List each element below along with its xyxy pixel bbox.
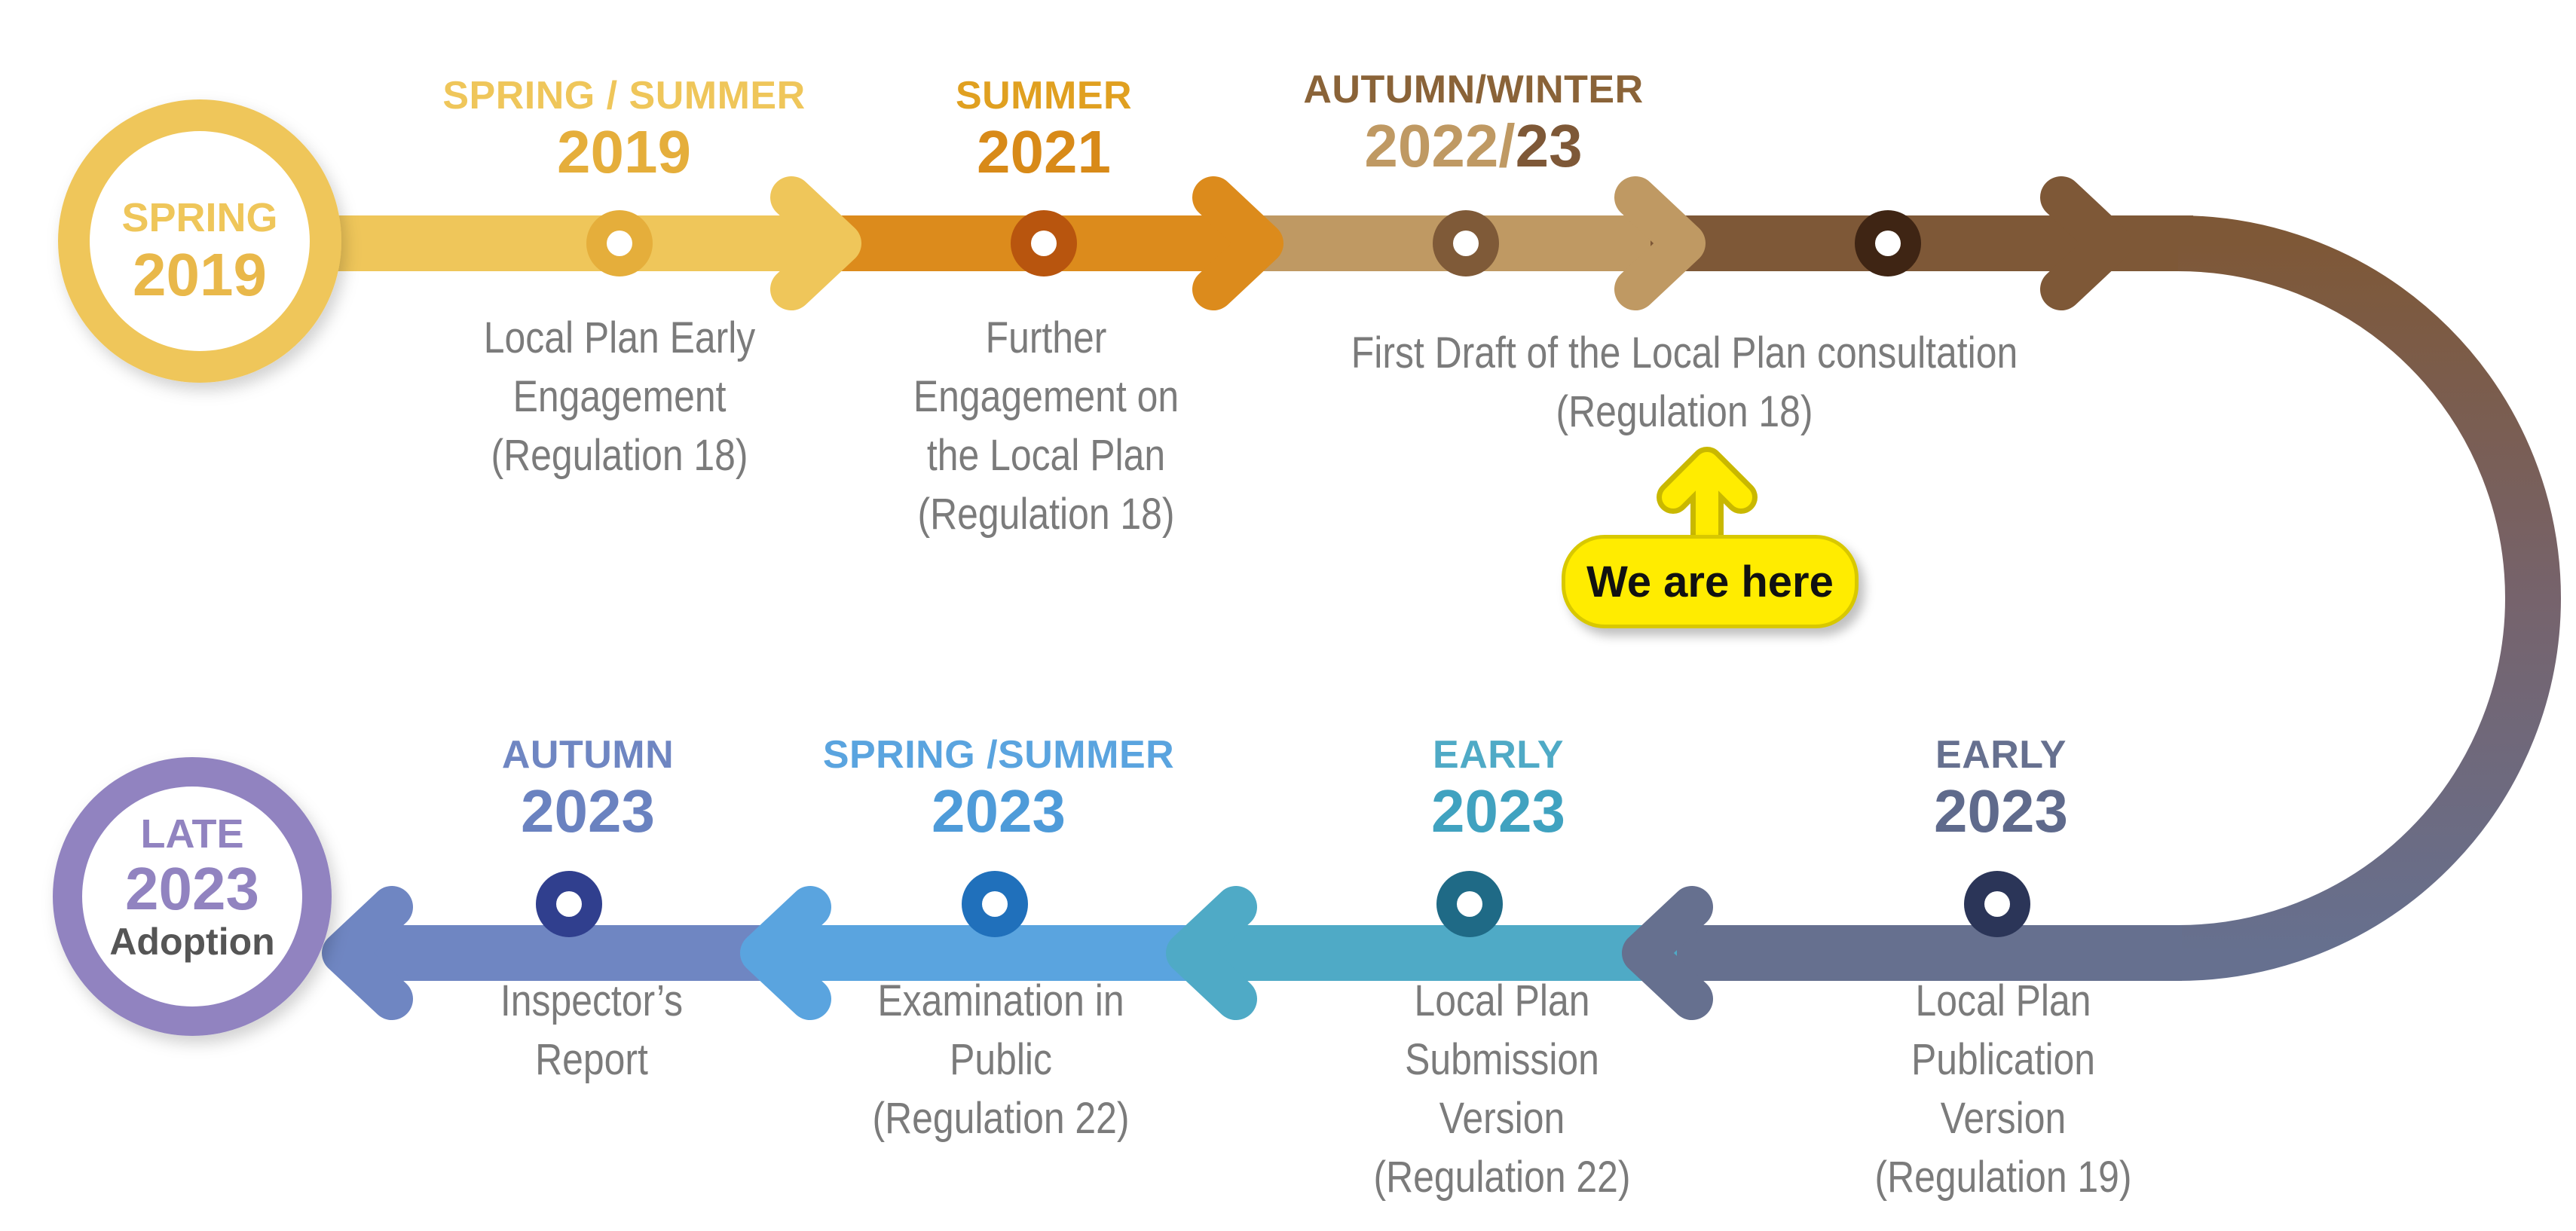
stage-year-part-b: 23: [1515, 112, 1583, 179]
chevron-left-icon: [322, 886, 413, 1020]
chevron-left-icon: [1166, 886, 1257, 1020]
stage-desc-line: (Regulation 22): [1373, 1153, 1631, 1202]
stage-season: AUTUMN/WINTER: [1303, 68, 1644, 111]
end-label: Adoption: [109, 921, 275, 963]
milestone-dot: [1855, 210, 1921, 276]
we-are-here-badge: We are here: [1562, 535, 1859, 628]
stage-season: SPRING /SUMMER: [822, 733, 1175, 777]
stage-desc-line: Version: [1940, 1094, 2067, 1143]
curve-connector: [2177, 215, 2561, 981]
stage-season: EARLY: [1935, 733, 2067, 777]
chevron-right-icon: [1614, 176, 1706, 310]
milestone-dot: [962, 871, 1028, 937]
end-season: LATE: [140, 811, 244, 857]
milestone-dot: [1436, 871, 1503, 937]
chevron-left-icon: [740, 886, 831, 1020]
stage-desc-line: Publication: [1911, 1035, 2096, 1084]
chevron-right-icon: [770, 176, 861, 310]
chevron-left-icon: [1622, 886, 1713, 1020]
stage-desc-line: (Regulation 18): [491, 431, 748, 480]
end-year: 2023: [125, 855, 259, 922]
stage-year: 2019: [557, 118, 691, 185]
stage-desc-line: Examination in: [877, 976, 1124, 1025]
stage-desc-line: Local Plan Early: [483, 313, 756, 362]
stage-desc-line: Engagement on: [913, 372, 1179, 421]
start-year: 2019: [133, 241, 267, 308]
stage-year: 2023: [1934, 777, 2068, 845]
stage-year: 2021: [977, 118, 1111, 185]
milestone-dot: [1011, 210, 1077, 276]
stage-desc-line: Submission: [1405, 1035, 1599, 1084]
stage-desc-line: Report: [535, 1035, 648, 1084]
stage-desc-line: (Regulation 19): [1874, 1153, 2132, 1202]
stage-desc-line: (Regulation 18): [1556, 387, 1813, 436]
stage-year-part-a: 2022/: [1364, 112, 1516, 179]
stage-desc-line: (Regulation 22): [872, 1094, 1130, 1143]
end-circle: [53, 757, 332, 1036]
start-season: SPRING: [121, 195, 278, 240]
stage-desc-line: Public: [950, 1035, 1052, 1084]
stage-year: 2023: [932, 777, 1066, 845]
stage-year: 2023: [1431, 777, 1565, 845]
segment-bottom-2: [1191, 925, 1677, 981]
stage-season: EARLY: [1433, 733, 1564, 777]
stage-desc-line: Further: [985, 313, 1107, 362]
stage-desc-line: the Local Plan: [926, 431, 1166, 480]
milestone-dot: [1433, 210, 1499, 276]
stage-year: 2023: [521, 777, 655, 845]
stage-season: AUTUMN: [501, 733, 675, 777]
segment-bottom-1: [1662, 925, 2182, 981]
stage-desc-line: Local Plan: [1915, 976, 2091, 1025]
stage-desc-line: (Regulation 18): [917, 490, 1175, 539]
segment-top-1: [286, 215, 837, 271]
stage-season: SUMMER: [955, 74, 1133, 118]
stage-year: 2022/23: [1364, 115, 1582, 178]
chevron-right-icon: [1192, 176, 1283, 310]
stage-desc-line: Local Plan: [1414, 976, 1590, 1025]
stage-season: SPRING / SUMMER: [442, 74, 806, 118]
milestone-dot: [586, 210, 653, 276]
stage-desc-line: Engagement: [512, 372, 727, 421]
up-arrow-icon: [1657, 447, 1758, 539]
milestone-dot: [536, 871, 602, 937]
stage-desc-line: Inspector’s: [500, 976, 684, 1025]
stage-desc-line: First Draft of the Local Plan consultati…: [1351, 328, 2018, 377]
start-circle: [58, 99, 341, 383]
milestone-dot: [1964, 871, 2030, 937]
chevron-right-icon: [2040, 176, 2131, 310]
stage-desc-line: Version: [1439, 1094, 1565, 1143]
